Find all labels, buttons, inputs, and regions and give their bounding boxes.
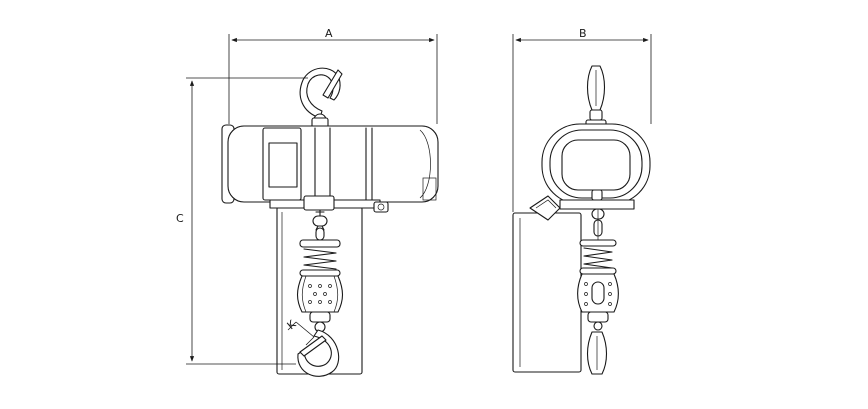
- side-view: B: [512, 27, 652, 375]
- top-hook-side: [585, 65, 607, 129]
- hook-block-front: [296, 275, 344, 333]
- dimension-a: A: [228, 27, 438, 124]
- front-view: K A C: [176, 27, 439, 377]
- top-hook-front: [299, 67, 343, 129]
- load-chain-side: [591, 208, 605, 240]
- dimension-c-label: C: [176, 212, 184, 225]
- bottom-hook-side: [586, 331, 608, 375]
- hoist-body-front: [221, 124, 439, 213]
- dimension-c: C: [176, 77, 308, 365]
- spring-buffer-front: [299, 239, 341, 277]
- load-chain-front: [312, 209, 328, 241]
- dimension-a-label: A: [325, 27, 333, 40]
- spring-buffer-side: [579, 239, 617, 275]
- hook-block-side: [576, 273, 620, 331]
- dimension-b: B: [512, 27, 652, 212]
- hoist-body-side: [541, 123, 651, 210]
- bottom-hook-front: [297, 329, 340, 377]
- chain-bag-side: [512, 212, 582, 373]
- dimension-b-label: B: [579, 27, 587, 40]
